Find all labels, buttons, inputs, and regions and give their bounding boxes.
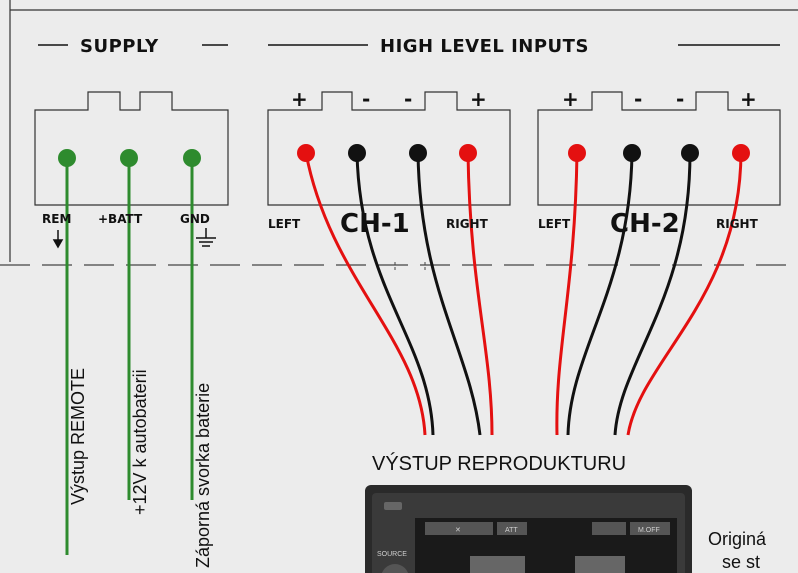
- gnd-label: GND: [180, 212, 210, 226]
- ch2-right-minus-terminal: [681, 144, 699, 162]
- ch1-left-label: LEFT: [268, 217, 301, 231]
- head-unit-eq-button[interactable]: [592, 522, 626, 535]
- supply-title: SUPPLY: [80, 36, 159, 57]
- head-unit-knob[interactable]: [381, 564, 409, 573]
- gnd-terminal: [183, 149, 201, 167]
- head-unit-att-label: ATT: [505, 527, 518, 534]
- head-unit-moff-button[interactable]: [630, 522, 670, 535]
- ch1-left-plus-terminal: [297, 144, 315, 162]
- head-unit-moff-label: M.OFF: [638, 527, 660, 534]
- batt-label: +BATT: [98, 212, 143, 226]
- ch2-right-minus: -: [676, 87, 684, 111]
- ch1-right-plus-terminal: [459, 144, 477, 162]
- head-unit-tile-1[interactable]: [470, 556, 525, 573]
- head-unit-source-label: SOURCE: [377, 551, 407, 558]
- amplifier-housing: [9, 0, 798, 262]
- speaker-output-label: VÝSTUP REPRODUKTURU: [372, 452, 626, 475]
- ground-symbol-icon: [196, 228, 216, 247]
- housing-notch: [394, 262, 426, 270]
- ch1-right-label: RIGHT: [446, 217, 489, 231]
- ch1-left-plus: +: [291, 87, 308, 111]
- ch2-connector: [537, 91, 781, 206]
- gnd-wire-label: Záporná svorka baterie: [193, 383, 213, 568]
- remote-wire-label: Výstup REMOTE: [68, 368, 88, 505]
- rem-terminal: [58, 149, 76, 167]
- ch2-left-minus-wire: [566, 152, 634, 436]
- ch2-right-label: RIGHT: [716, 217, 759, 231]
- ch1-connector: [267, 91, 511, 206]
- ch1-left-minus: -: [362, 87, 370, 111]
- note-line-2: se st: [722, 552, 760, 572]
- head-unit-eject-button[interactable]: [384, 502, 402, 510]
- close-icon: ✕: [455, 527, 461, 534]
- head-unit-close-button[interactable]: [425, 522, 493, 535]
- batt-terminal: [120, 149, 138, 167]
- head-unit: ✕ ATT M.OFF SOURCE: [365, 485, 692, 573]
- ch1-right-plus: +: [470, 87, 487, 111]
- ch2-label: CH-2: [610, 209, 680, 239]
- ch1-label: CH-1: [340, 209, 410, 239]
- supply-wires: [65, 158, 194, 555]
- supply-connector: [34, 91, 229, 206]
- remote-arrow-icon: [52, 230, 64, 249]
- ch1-right-minus: -: [404, 87, 412, 111]
- note-line-1: Originá: [708, 529, 767, 549]
- ch1-right-plus-wire: [466, 152, 494, 436]
- ch1-left-plus-wire: [304, 152, 427, 436]
- inputs-title: HIGH LEVEL INPUTS: [380, 36, 589, 57]
- ch2-left-label: LEFT: [538, 217, 571, 231]
- rem-label: REM: [42, 212, 71, 226]
- ch2-left-minus-terminal: [623, 144, 641, 162]
- ch2-right-plus: +: [740, 87, 757, 111]
- head-unit-tile-2[interactable]: [575, 556, 625, 573]
- head-unit-att-button[interactable]: [497, 522, 527, 535]
- batt-wire-label: +12V k autobaterii: [130, 369, 150, 515]
- ch2-right-plus-wire: [626, 152, 743, 436]
- ch2-left-plus-terminal: [568, 144, 586, 162]
- ch1-right-minus-terminal: [409, 144, 427, 162]
- ch1-left-minus-wire: [355, 152, 435, 436]
- ch2-right-minus-wire: [613, 152, 692, 436]
- ch2-left-plus: +: [562, 87, 579, 111]
- ch2-left-minus: -: [634, 87, 642, 111]
- ch2-right-plus-terminal: [732, 144, 750, 162]
- ch2-left-plus-wire: [555, 152, 579, 436]
- ch1-right-minus-wire: [416, 152, 482, 436]
- ch1-left-minus-terminal: [348, 144, 366, 162]
